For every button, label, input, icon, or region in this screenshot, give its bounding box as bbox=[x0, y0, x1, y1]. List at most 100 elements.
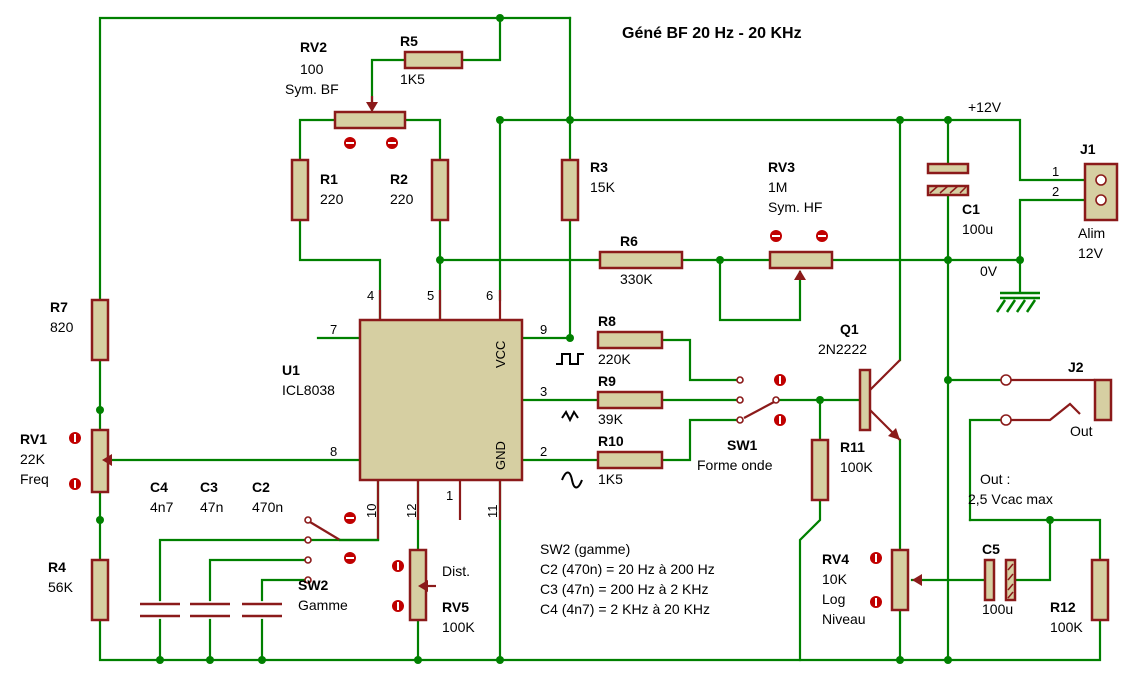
rv2-ref: RV2 bbox=[300, 39, 327, 55]
switch-sw2 bbox=[304, 516, 380, 584]
j2-ref: J2 bbox=[1068, 359, 1084, 375]
potentiometer-rv4 bbox=[890, 548, 922, 612]
r7-ref: R7 bbox=[50, 299, 68, 315]
j1-label: Alim bbox=[1078, 225, 1105, 241]
c4-value: 4n7 bbox=[150, 499, 174, 515]
out-note-line1: Out : bbox=[980, 471, 1010, 487]
rv4-value: 10K bbox=[822, 571, 848, 587]
page-title: Géné BF 20 Hz - 20 KHz bbox=[622, 25, 802, 42]
resistor-r4 bbox=[90, 558, 110, 622]
resistor-r5 bbox=[403, 50, 464, 70]
rv4-label2: Niveau bbox=[822, 611, 866, 627]
sw1-label: Forme onde bbox=[697, 457, 773, 473]
c1-value: 100u bbox=[962, 221, 993, 237]
j1-pin2: 2 bbox=[1052, 184, 1059, 199]
capacitor-c5 bbox=[983, 558, 1017, 602]
r3-value: 15K bbox=[590, 179, 616, 195]
r4-ref: R4 bbox=[48, 559, 66, 575]
gnd-label: 0V bbox=[980, 263, 998, 279]
junction-dots bbox=[96, 14, 1054, 664]
sine-wave-icon bbox=[561, 471, 583, 489]
j1-label2: 12V bbox=[1078, 245, 1104, 261]
r1-value: 220 bbox=[320, 191, 344, 207]
u1-pin6: 6 bbox=[486, 288, 493, 303]
rv5-label: Dist. bbox=[442, 563, 470, 579]
triangle-wave-icon bbox=[561, 410, 579, 423]
u1-pin9: 9 bbox=[540, 322, 547, 337]
sw2-note-line: C3 (47n) = 200 Hz à 2 KHz bbox=[540, 581, 708, 597]
u1-pin8: 8 bbox=[330, 444, 337, 459]
u1-pin2: 2 bbox=[540, 444, 547, 459]
c4-ref: C4 bbox=[150, 479, 168, 495]
capacitor-c1 bbox=[926, 162, 970, 197]
r9-value: 39K bbox=[598, 411, 624, 427]
rv2-value: 100 bbox=[300, 61, 324, 77]
c1-ref: C1 bbox=[962, 201, 980, 217]
rv5-ref: RV5 bbox=[442, 599, 469, 615]
resistor-r8 bbox=[596, 330, 664, 350]
rv1-label: Freq bbox=[20, 471, 49, 487]
transistor-q1 bbox=[858, 359, 901, 441]
r6-value: 330K bbox=[620, 271, 653, 287]
u1-pin12: 12 bbox=[404, 504, 419, 518]
c2-value: 470n bbox=[252, 499, 283, 515]
r2-ref: R2 bbox=[390, 171, 408, 187]
sw2-note-line: C2 (470n) = 20 Hz à 200 Hz bbox=[540, 561, 715, 577]
resistor-r1 bbox=[290, 158, 310, 222]
j1-pin1: 1 bbox=[1052, 164, 1059, 179]
r5-value: 1K5 bbox=[400, 71, 425, 87]
connector-j2 bbox=[1000, 374, 1113, 426]
c5-value: 100u bbox=[982, 601, 1013, 617]
potentiometer-rv5 bbox=[408, 548, 436, 622]
rv2-label: Sym. BF bbox=[285, 81, 339, 97]
r4-value: 56K bbox=[48, 579, 74, 595]
out-note-line2: 2,5 Vcac max bbox=[968, 491, 1053, 507]
rv3-value: 1M bbox=[768, 179, 787, 195]
u1-vcc-label: VCC bbox=[493, 341, 508, 368]
resistor-r3 bbox=[560, 158, 580, 222]
r10-value: 1K5 bbox=[598, 471, 623, 487]
capacitor-c3 bbox=[190, 602, 230, 618]
resistor-r2 bbox=[430, 158, 450, 222]
u1-pin5: 5 bbox=[427, 288, 434, 303]
resistor-r9 bbox=[596, 390, 664, 410]
u1-gnd-label: GND bbox=[493, 441, 508, 470]
rv3-label: Sym. HF bbox=[768, 199, 822, 215]
r9-ref: R9 bbox=[598, 373, 616, 389]
resistor-r6 bbox=[598, 250, 684, 270]
switch-sw1 bbox=[736, 376, 780, 424]
q1-value: 2N2222 bbox=[818, 341, 867, 357]
square-wave-icon bbox=[556, 353, 584, 365]
u1-value: ICL8038 bbox=[282, 382, 335, 398]
rv3-ref: RV3 bbox=[768, 159, 795, 175]
resistor-r10 bbox=[596, 450, 664, 470]
sw2-ref: SW2 bbox=[298, 577, 329, 593]
sw2-note-title: SW2 (gamme) bbox=[540, 541, 630, 557]
connector-j1 bbox=[1083, 162, 1119, 222]
resistor-r11 bbox=[810, 438, 830, 502]
potentiometer-rv2 bbox=[333, 96, 407, 130]
resistor-r12 bbox=[1090, 558, 1110, 622]
resistor-r7 bbox=[90, 298, 110, 362]
rv5-value: 100K bbox=[442, 619, 475, 635]
potentiometer-rv3 bbox=[768, 250, 834, 280]
r1-ref: R1 bbox=[320, 171, 338, 187]
rv4-label: Log bbox=[822, 591, 845, 607]
u1-pin4: 4 bbox=[367, 288, 374, 303]
wires bbox=[98, 16, 1102, 662]
j1-ref: J1 bbox=[1080, 141, 1096, 157]
r11-value: 100K bbox=[840, 459, 873, 475]
u1-pin11: 11 bbox=[485, 505, 500, 519]
r5-ref: R5 bbox=[400, 33, 418, 49]
r2-value: 220 bbox=[390, 191, 414, 207]
r8-ref: R8 bbox=[598, 313, 616, 329]
capacitor-c4 bbox=[140, 602, 180, 618]
potentiometer-rv1 bbox=[90, 428, 112, 494]
c2-ref: C2 bbox=[252, 479, 270, 495]
c3-value: 47n bbox=[200, 499, 223, 515]
u1-ref: U1 bbox=[282, 362, 300, 378]
u1-pin10: 10 bbox=[364, 504, 379, 518]
ground-symbol bbox=[995, 291, 1040, 313]
r3-ref: R3 bbox=[590, 159, 608, 175]
